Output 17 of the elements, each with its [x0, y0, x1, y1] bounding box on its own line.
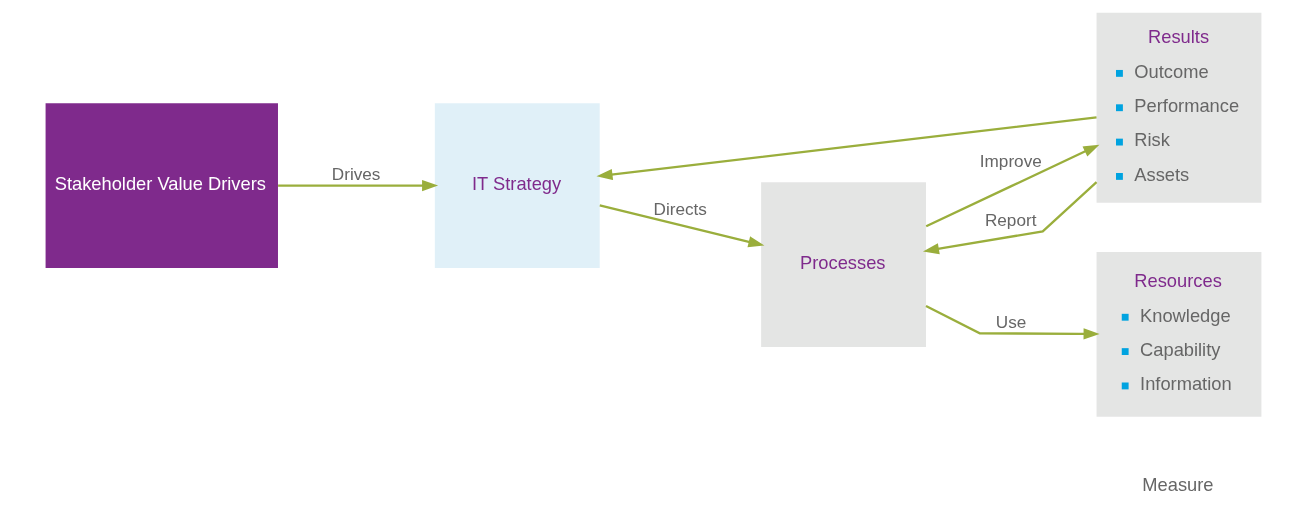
node-box: Processes — [760, 182, 926, 347]
arrow — [925, 144, 1099, 228]
node-box: Resources Knowledge Capability Information — [1096, 252, 1261, 417]
label: Measure — [1141, 474, 1214, 496]
arrow — [922, 181, 1097, 255]
edge-label: Improve — [979, 151, 1042, 172]
arrow — [598, 204, 764, 248]
edge-label: Use — [995, 311, 1026, 332]
node-box: Results Outcome Performance Risk Assets — [1096, 12, 1261, 203]
node-box: IT Strategy — [434, 103, 600, 268]
arrow — [925, 304, 1100, 340]
node-box: Stakeholder Value Drivers — [45, 103, 278, 268]
arrow — [596, 116, 1097, 181]
edge-label: Drives — [331, 163, 380, 184]
edge-label: Report — [984, 209, 1036, 230]
edge-label: Directs — [653, 199, 707, 220]
arrow — [277, 179, 438, 192]
